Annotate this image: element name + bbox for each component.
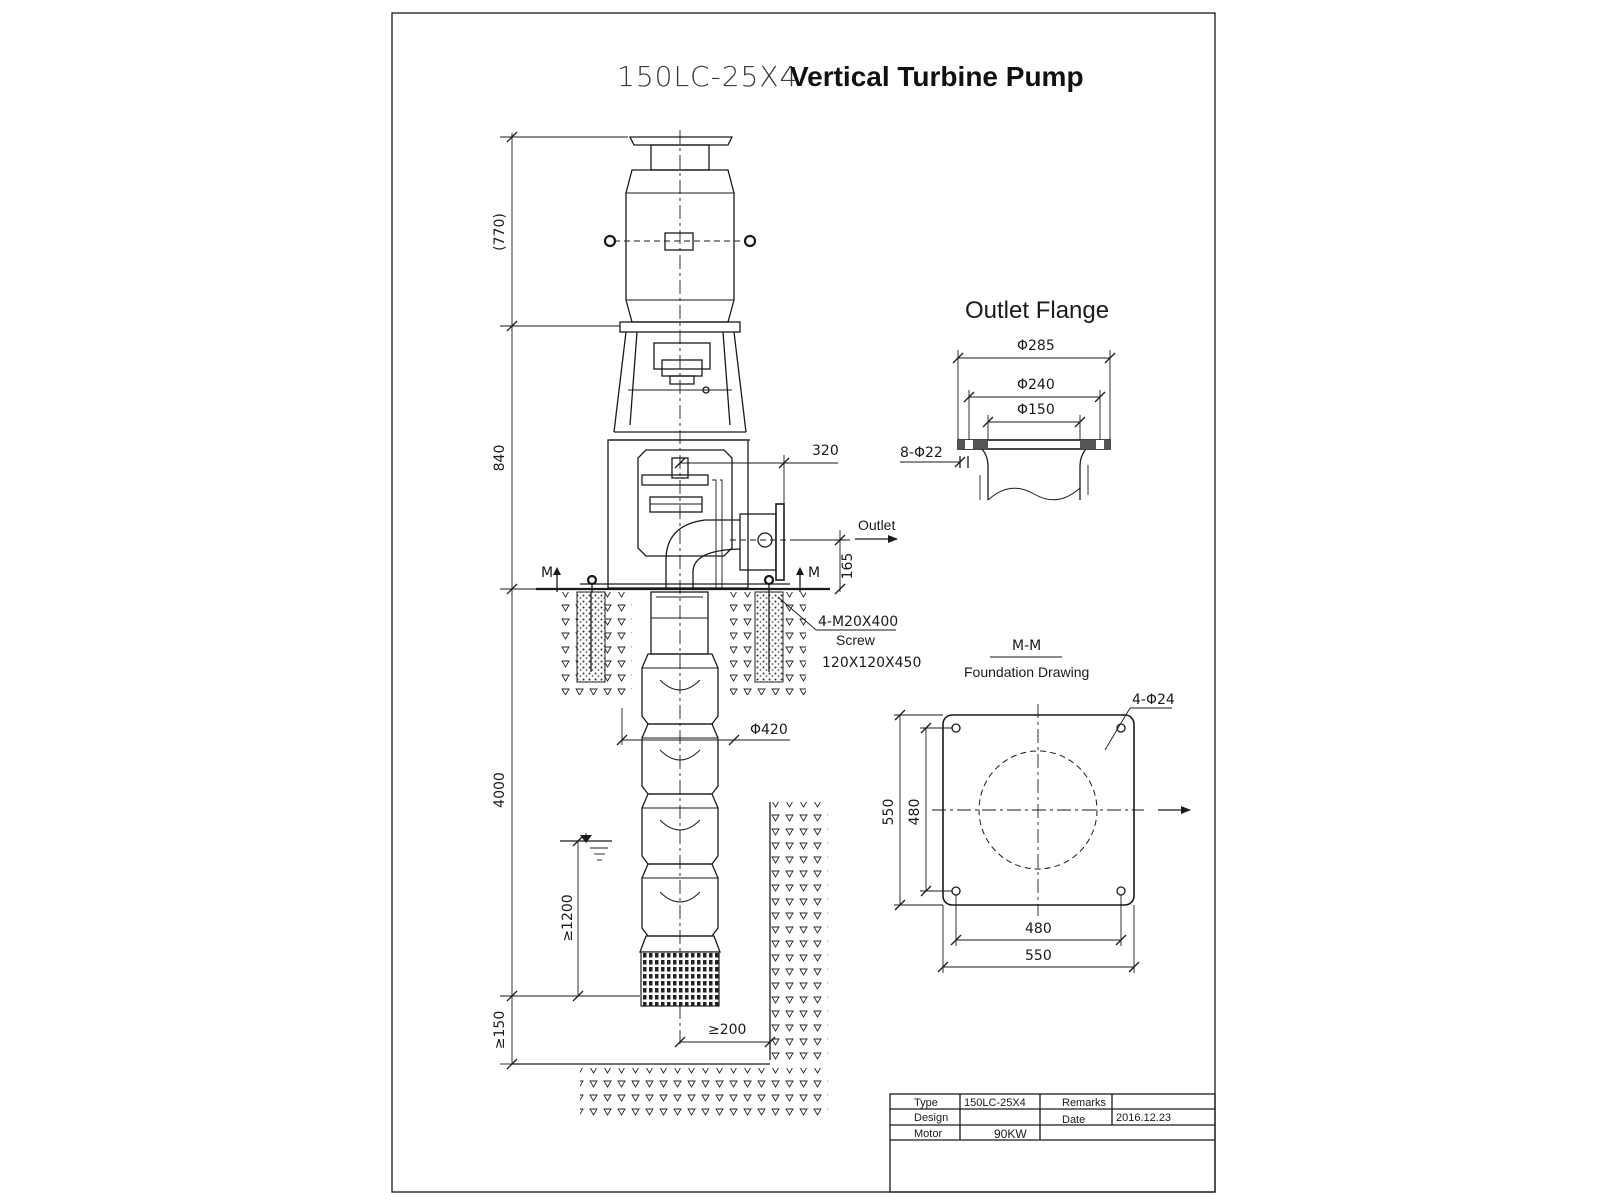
section-label: M-M <box>1012 638 1041 654</box>
flange-outer-diameter: Φ285 <box>1017 338 1055 354</box>
foundation-detail: M-M Foundation Drawing 4-Φ24 550 480 <box>881 638 1191 973</box>
foundation-holes: 4-Φ24 <box>1132 692 1175 708</box>
foundation-inner-width: 480 <box>1025 921 1052 937</box>
tb-motor-value: 90KW <box>994 1127 1027 1141</box>
suction-strainer <box>640 951 720 1007</box>
sump-well <box>512 802 828 1116</box>
tb-type-value: 150LC-25X4 <box>964 1097 1026 1109</box>
flange-bolt-circle: Φ240 <box>1017 377 1055 393</box>
dim-column-diameter: Φ420 <box>750 722 788 738</box>
dim-motor-height: (770) <box>492 213 508 251</box>
tb-motor-label: Motor <box>914 1128 942 1140</box>
foundation-outer-width: 550 <box>1025 948 1052 964</box>
pocket-spec: 120X120X450 <box>822 655 921 671</box>
screw-label: Screw <box>836 632 876 648</box>
dim-column-length: 4000 <box>492 772 508 808</box>
sheet-border <box>391 12 1216 1193</box>
bolt-spec: 4-M20X400 <box>818 614 898 630</box>
outlet-flange-detail: Outlet Flange Φ285 Φ240 Φ150 8-Φ22 <box>900 297 1116 501</box>
foundation-heading: Foundation Drawing <box>964 664 1089 680</box>
pump-elevation: (770) 840 4000 ≥150 ≥1200 ≥200 Φ420 320 … <box>492 130 921 1116</box>
foundation-outer-height: 550 <box>881 799 897 826</box>
flange-bore: Φ150 <box>1017 402 1055 418</box>
foundation-inner-height: 480 <box>907 799 923 826</box>
drawing-title: 150LC-25X4 Vertical Turbine Pump <box>617 60 1084 93</box>
dim-submergence: ≥1200 <box>560 894 576 941</box>
section-mark-right: M <box>808 565 820 581</box>
section-mark-left: M <box>541 565 553 581</box>
outlet-label: Outlet <box>858 517 895 533</box>
tb-type-label: Type <box>914 1097 938 1109</box>
tb-date-label: Date <box>1062 1114 1085 1126</box>
tb-design-label: Design <box>914 1112 948 1124</box>
dim-outlet-offset: 320 <box>812 443 839 459</box>
dim-bottom-clearance: ≥150 <box>492 1011 508 1049</box>
dim-outlet-height: 165 <box>840 553 856 580</box>
outlet-flange-heading: Outlet Flange <box>965 297 1109 324</box>
pump-bowls <box>639 653 721 1007</box>
title-model: 150LC-25X4 <box>617 60 798 93</box>
tb-date-value: 2016.12.23 <box>1116 1112 1171 1124</box>
tb-remarks-label: Remarks <box>1062 1097 1107 1109</box>
water-level-symbol <box>560 833 612 861</box>
title-name: Vertical Turbine Pump <box>790 61 1084 92</box>
flange-holes: 8-Φ22 <box>900 445 943 461</box>
dim-wall-clearance: ≥200 <box>708 1022 746 1038</box>
dim-base-height: 840 <box>492 445 508 472</box>
title-block: Type 150LC-25X4 Remarks Design Date 2016… <box>889 1093 1216 1193</box>
